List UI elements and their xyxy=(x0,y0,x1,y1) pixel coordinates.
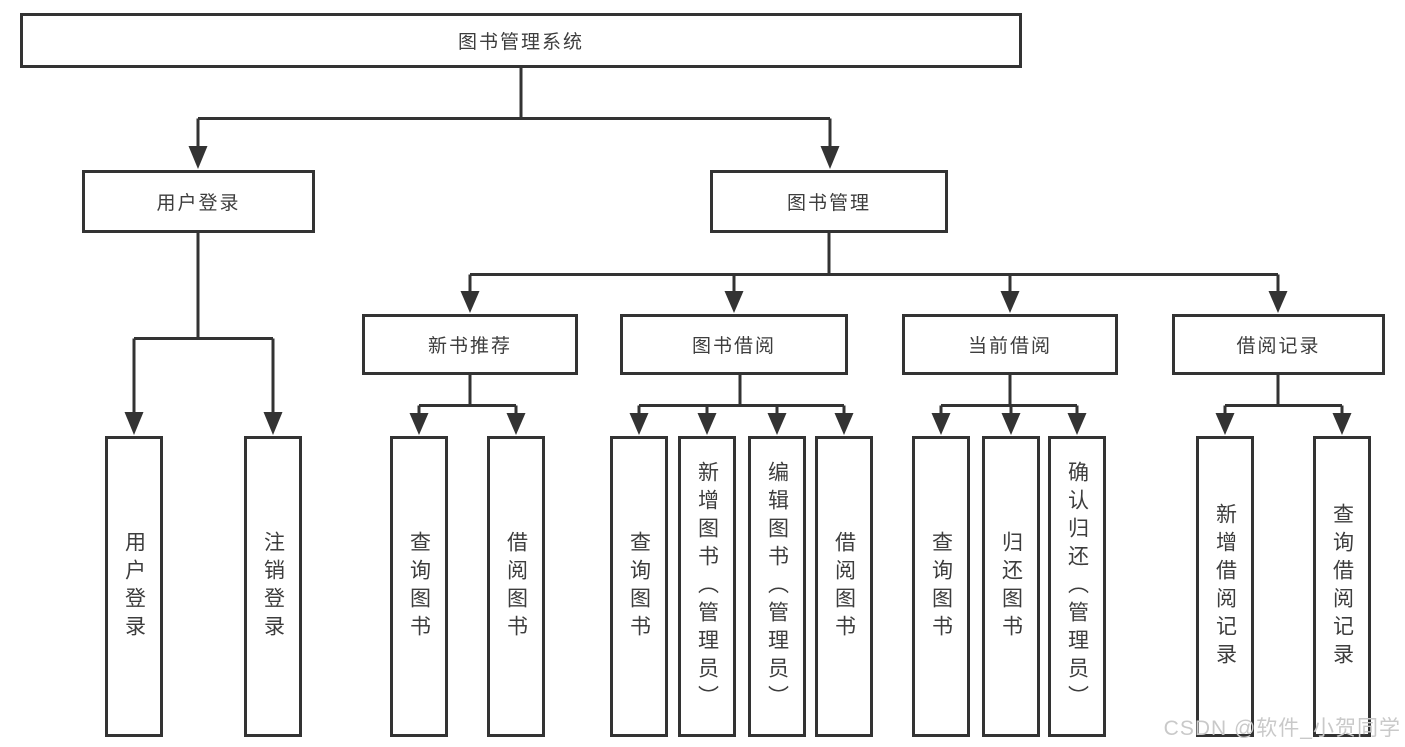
arrow-down-icon xyxy=(834,413,854,435)
leaf-user-login: 用户登录 xyxy=(105,436,163,737)
node-current-borrow: 当前借阅 xyxy=(902,314,1118,375)
leaf-add-books-admin: 新增图书（管理员） xyxy=(678,436,736,737)
arrow-down-icon xyxy=(1268,291,1288,313)
leaf-borrow-borrow-books: 借阅图书 xyxy=(815,436,873,737)
connector-book-borrow-to-leaves xyxy=(637,373,846,417)
arrow-down-icon xyxy=(931,413,951,435)
arrow-down-icon xyxy=(460,291,480,313)
connector-book-mgmt-to-level3 xyxy=(468,231,1280,296)
node-root-library-system: 图书管理系统 xyxy=(20,13,1022,68)
arrow-down-icon xyxy=(124,412,144,435)
arrow-down-icon xyxy=(1067,413,1087,435)
leaf-edit-books-admin: 编辑图书（管理员） xyxy=(748,436,806,737)
csdn-watermark: CSDN @软件_小贺同学 xyxy=(1163,717,1401,740)
leaf-return-books: 归还图书 xyxy=(982,436,1040,737)
node-book-borrow: 图书借阅 xyxy=(620,314,848,375)
arrow-down-icon xyxy=(1000,291,1020,313)
arrow-down-icon xyxy=(820,146,840,169)
leaf-add-borrow-record: 新增借阅记录 xyxy=(1196,436,1254,737)
connector-user-login-to-leaves xyxy=(132,231,275,414)
arrow-down-icon xyxy=(409,413,429,435)
connector-new-book-to-leaves xyxy=(417,373,518,417)
arrow-down-icon xyxy=(724,291,744,313)
arrow-down-icon xyxy=(1332,413,1352,435)
connector-root-to-level2 xyxy=(196,66,832,150)
arrow-down-icon xyxy=(1001,413,1021,435)
arrow-down-icon xyxy=(506,413,526,435)
arrow-down-icon xyxy=(697,413,717,435)
arrow-down-icon xyxy=(188,146,208,169)
node-book-management: 图书管理 xyxy=(710,170,948,233)
arrow-down-icon xyxy=(1215,413,1235,435)
node-new-book-recommend: 新书推荐 xyxy=(362,314,578,375)
connector-current-borrow-to-leaves xyxy=(939,373,1079,417)
leaf-recommend-borrow-books: 借阅图书 xyxy=(487,436,545,737)
leaf-borrow-query-books: 查询图书 xyxy=(610,436,668,737)
connector-borrow-record-to-leaves xyxy=(1223,373,1344,417)
leaf-query-borrow-record: 查询借阅记录 xyxy=(1313,436,1371,737)
node-user-login: 用户登录 xyxy=(82,170,315,233)
leaf-current-query-books: 查询图书 xyxy=(912,436,970,737)
arrow-down-icon xyxy=(767,413,787,435)
leaf-recommend-query-books: 查询图书 xyxy=(390,436,448,737)
leaf-confirm-return-admin: 确认归还（管理员） xyxy=(1048,436,1106,737)
arrowheads xyxy=(124,146,1352,435)
node-borrow-records: 借阅记录 xyxy=(1172,314,1385,375)
leaf-logout: 注销登录 xyxy=(244,436,302,737)
arrow-down-icon xyxy=(629,413,649,435)
arrow-down-icon xyxy=(263,412,283,435)
